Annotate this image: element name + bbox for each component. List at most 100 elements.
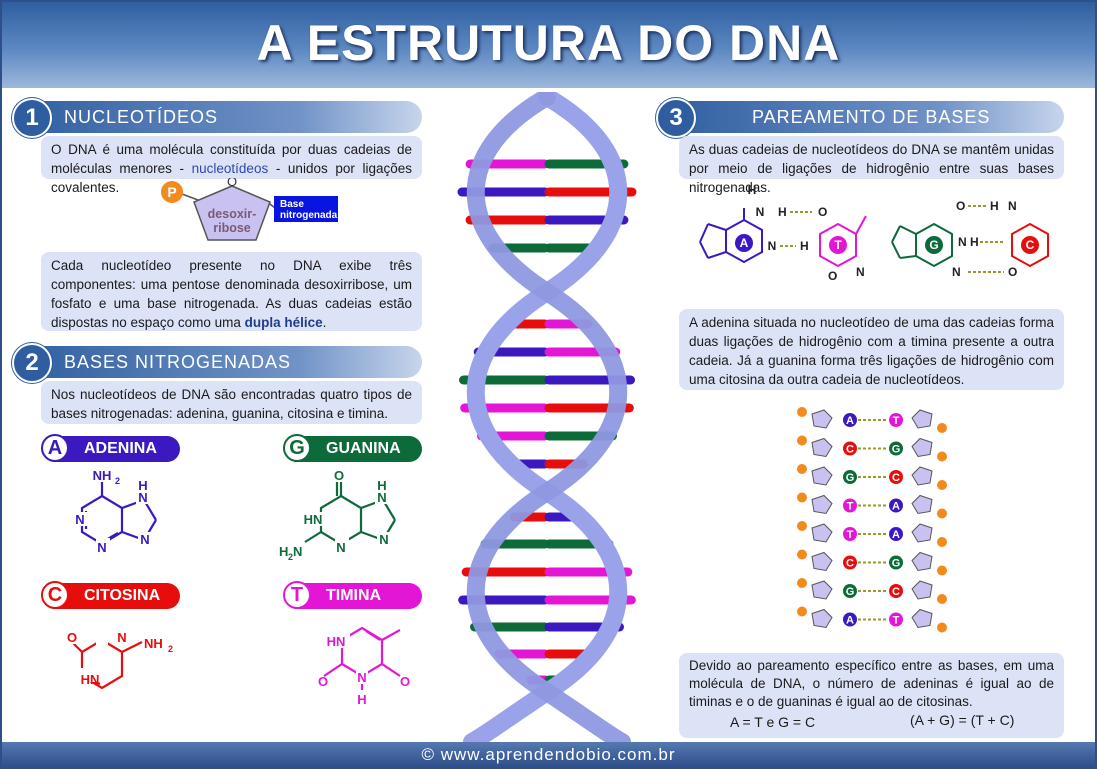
ladder-base-right-letter: C xyxy=(892,586,900,598)
nucleotideos-highlight: nucleotídeos xyxy=(191,161,269,176)
helix-strand-2 xyxy=(466,92,631,747)
ladder-base-right xyxy=(889,498,903,513)
footer-bar: © www.aprendendobio.com.br xyxy=(2,742,1095,767)
guanine-sub2: 2 xyxy=(288,552,293,562)
base-box-label-1: Base xyxy=(280,199,304,210)
thymine-atom-h: H xyxy=(357,692,366,707)
ladder-sugar xyxy=(911,466,933,486)
guanine-atom-n: N xyxy=(379,532,388,547)
section-1-header: 1 NUCLEOTÍDEOS xyxy=(12,98,422,138)
atom-n: N xyxy=(856,265,865,279)
ladder-base-right xyxy=(889,612,903,627)
atom-o: O xyxy=(1008,265,1017,279)
ladder-phosphate xyxy=(797,578,807,588)
guanine-atom-n: N xyxy=(377,490,386,505)
ladder-base-right xyxy=(889,470,903,484)
guanine-atom-n: N xyxy=(336,540,345,555)
section-3-pairing-text: A adenina situada no nucleotídeo de uma … xyxy=(679,309,1064,390)
ladder-sugar xyxy=(811,608,833,629)
base-box xyxy=(274,196,338,222)
ladder-base-right xyxy=(889,584,903,598)
guanine-h2n: H xyxy=(279,544,288,559)
ladder-base-right xyxy=(889,555,903,570)
formula-right: (A + G) = (T + C) xyxy=(910,712,1015,728)
pair-a-letter: A xyxy=(740,236,749,250)
ladder-base-right-letter: C xyxy=(892,472,900,484)
adenine-pair-shape xyxy=(699,208,763,264)
section-2-title: BASES NITROGENADAS xyxy=(64,352,292,372)
phosphate-label: P xyxy=(167,184,176,200)
cytosine-structure: O N NH 2 HN xyxy=(66,630,173,690)
ladder-base-right-letter: T xyxy=(893,615,900,627)
ladder-phosphate xyxy=(797,492,807,503)
section-3-conclusion-text: Devido ao pareamento específico entre as… xyxy=(679,653,1064,738)
thymine-atom-n: N xyxy=(357,670,366,685)
footer-website: © www.aprendendobio.com.br xyxy=(421,745,676,764)
thymine-pair-shape xyxy=(819,215,867,268)
section-2-header: 2 BASES NITROGENADAS xyxy=(12,343,422,383)
sugar-label-1: desoxir- xyxy=(208,207,257,221)
guanina-letter: G xyxy=(283,434,311,462)
atom-h: H xyxy=(800,239,809,253)
ladder-sugar xyxy=(911,437,933,458)
ladder-phosphate xyxy=(797,521,807,531)
guanina-name: GUANINA xyxy=(326,440,401,457)
ladder-phosphate xyxy=(797,407,807,417)
ladder-phosphate xyxy=(937,451,947,462)
ladder-base-right xyxy=(889,413,903,427)
atom-o: O xyxy=(818,205,827,219)
guanine-atom-hn: HN xyxy=(304,512,323,527)
ladder-base-right xyxy=(889,527,903,541)
section-3-title: PAREAMENTO DE BASES xyxy=(752,107,991,127)
ladder-base-left xyxy=(843,612,857,627)
base-label-guanina: G GUANINA xyxy=(283,434,422,462)
thymine-atom-o: O xyxy=(318,674,328,689)
sugar-label-2: ribose xyxy=(213,221,251,235)
adenina-name: ADENINA xyxy=(84,440,157,457)
dupla-helice-highlight: dupla hélice xyxy=(244,315,323,330)
atom-n: N xyxy=(958,235,967,249)
ladder-base-left xyxy=(843,555,857,570)
ladder-sugar xyxy=(811,551,833,572)
formula-left: A = T e G = C xyxy=(730,714,816,730)
dna-double-helix xyxy=(457,92,637,747)
components-text-part: Cada nucleotídeo presente no DNA exibe t… xyxy=(51,258,412,330)
ladder-phosphate xyxy=(937,537,947,547)
guanine-pair-shape xyxy=(891,222,953,268)
timina-name: TIMINA xyxy=(326,587,382,604)
pair-g-letter: G xyxy=(929,238,938,252)
timina-letter: T xyxy=(283,581,311,609)
ladder-base-right-letter: T xyxy=(893,415,900,427)
base-label-adenina: A ADENINA xyxy=(41,434,180,462)
section-2-number: 2 xyxy=(12,343,52,383)
citosina-letter: C xyxy=(41,581,69,609)
cytosine-atom-n: N xyxy=(117,630,126,645)
section-1-number: 1 xyxy=(12,98,52,138)
ladder-base-left-letter: C xyxy=(846,444,854,456)
ladder-sugar xyxy=(811,437,833,458)
ladder-sugar xyxy=(811,409,833,429)
atom-h: H xyxy=(970,235,979,249)
cytosine-nh2: NH xyxy=(144,636,163,651)
ladder-base-left xyxy=(843,584,857,598)
adenine-sub2: 2 xyxy=(115,476,120,486)
hydrogen-bond-diagram: A H N H N O H T O N G O N H N H N O xyxy=(699,183,1049,283)
adenina-letter: A xyxy=(41,434,69,462)
pair-c-letter: C xyxy=(1026,238,1035,252)
atom-h: H xyxy=(748,183,757,197)
ladder-phosphate xyxy=(937,594,947,604)
ladder-sugar xyxy=(911,523,933,543)
atom-o: O xyxy=(956,199,965,213)
atom-n: N xyxy=(952,265,961,279)
cytosine-sub2: 2 xyxy=(168,644,173,654)
thymine-atom-hn: HN xyxy=(327,634,346,649)
atom-n: N xyxy=(768,239,777,253)
section-3-intro-text: As duas cadeias de nucleotídeos do DNA s… xyxy=(679,136,1064,195)
ladder-base-left xyxy=(843,470,857,484)
